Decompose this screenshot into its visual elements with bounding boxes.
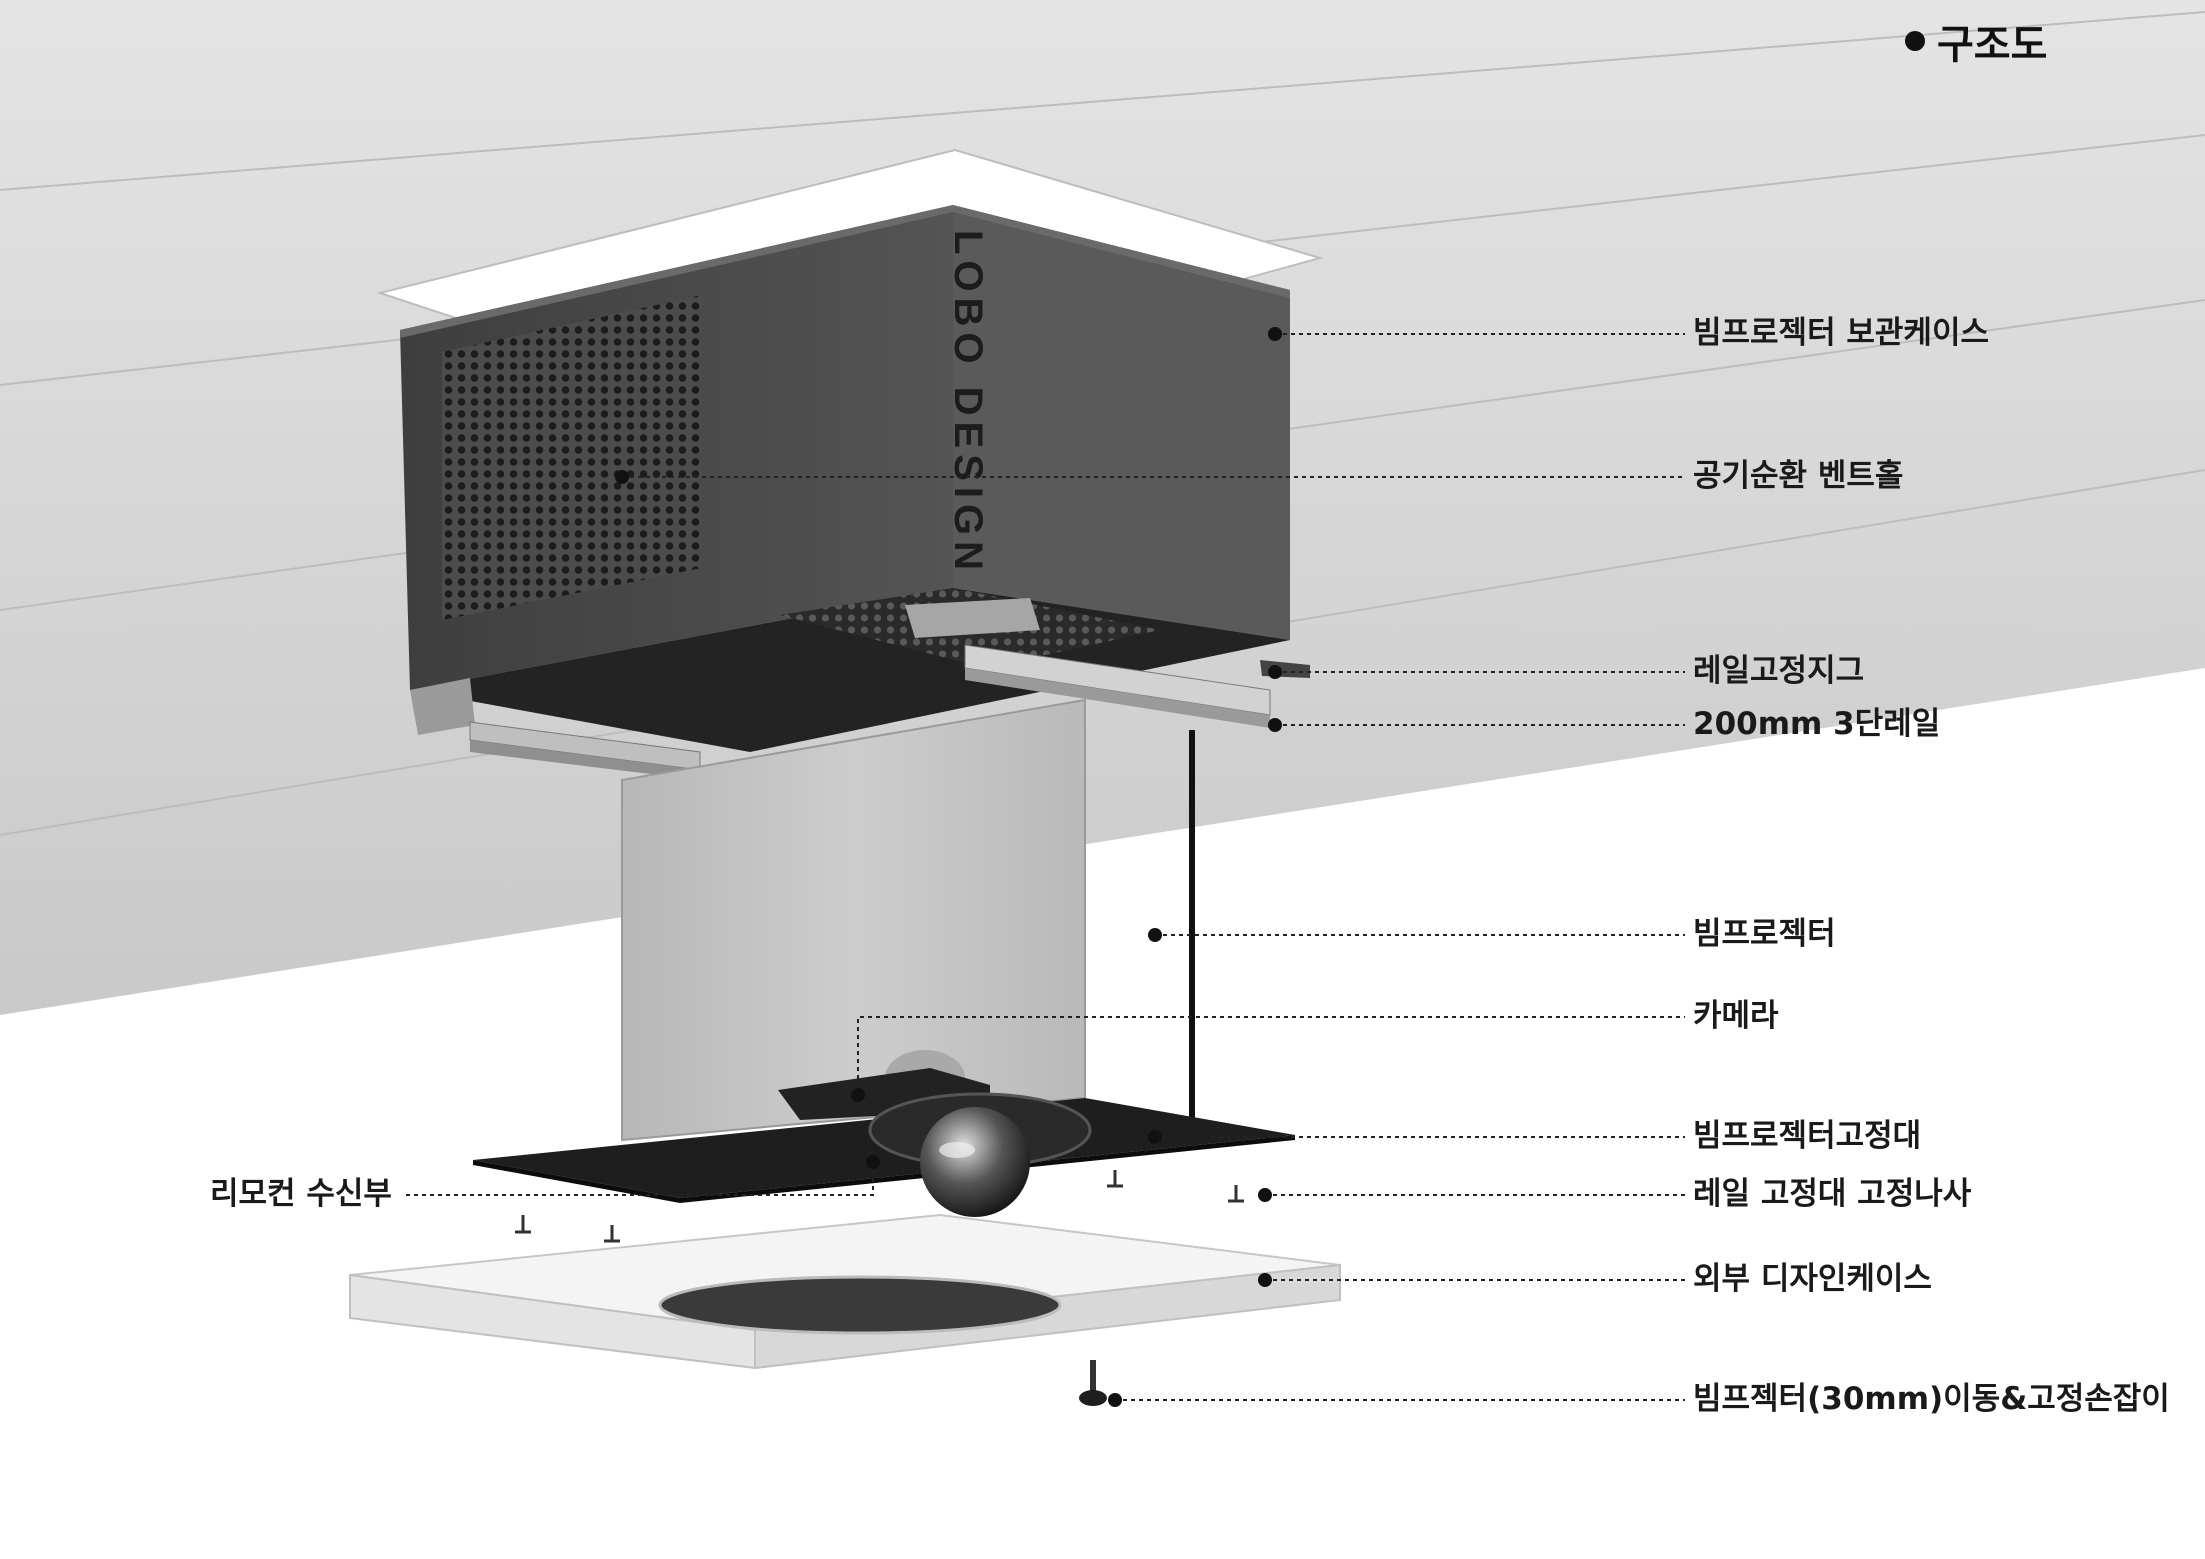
label-camera: 카메라 — [1693, 998, 1779, 1034]
label-handle: 빔프젝터(30mm)이동&고정손잡이 — [1693, 1381, 2170, 1417]
title-bullet — [1905, 31, 1925, 51]
label-projector: 빔프로젝터 — [1693, 916, 1836, 952]
outer-case-opening — [658, 1275, 1062, 1335]
support-rod — [1189, 730, 1195, 1120]
rail-jig-right — [905, 598, 1310, 728]
label-outer-case: 외부 디자인케이스 — [1693, 1261, 1932, 1297]
camera-dome — [920, 1107, 1030, 1217]
handle-knob — [1079, 1360, 1107, 1406]
label-storage-case: 빔프로젝터 보관케이스 — [1693, 315, 1989, 351]
outer-design-case-right — [754, 1263, 1341, 1370]
page-title: 구조도 — [1905, 12, 2047, 70]
label-rail-3step: 200mm 3단레일 — [1693, 706, 1941, 742]
screws — [515, 1170, 1244, 1243]
storage-case-top-rim — [400, 205, 1290, 338]
leader-dots — [615, 327, 1282, 1407]
vent-hole-grid — [442, 295, 702, 620]
leader-lines — [405, 333, 1685, 1401]
storage-case-right-face — [953, 205, 1290, 640]
label-rail-jig: 레일고정지그 — [1693, 653, 1865, 689]
camera-dome-highlight — [939, 1142, 975, 1158]
label-remote-receiver: 리모컨 수신부 — [210, 1176, 392, 1212]
label-vent-hole: 공기순환 벤트홀 — [1693, 458, 1904, 494]
label-rail-screw: 레일 고정대 고정나사 — [1693, 1176, 1972, 1212]
label-projector-mount: 빔프로젝터고정대 — [1693, 1118, 1922, 1154]
rail-jig-left — [410, 678, 701, 780]
brand-text: LOBO DESIGN — [946, 230, 990, 576]
page-title-text: 구조도 — [1937, 22, 2048, 68]
